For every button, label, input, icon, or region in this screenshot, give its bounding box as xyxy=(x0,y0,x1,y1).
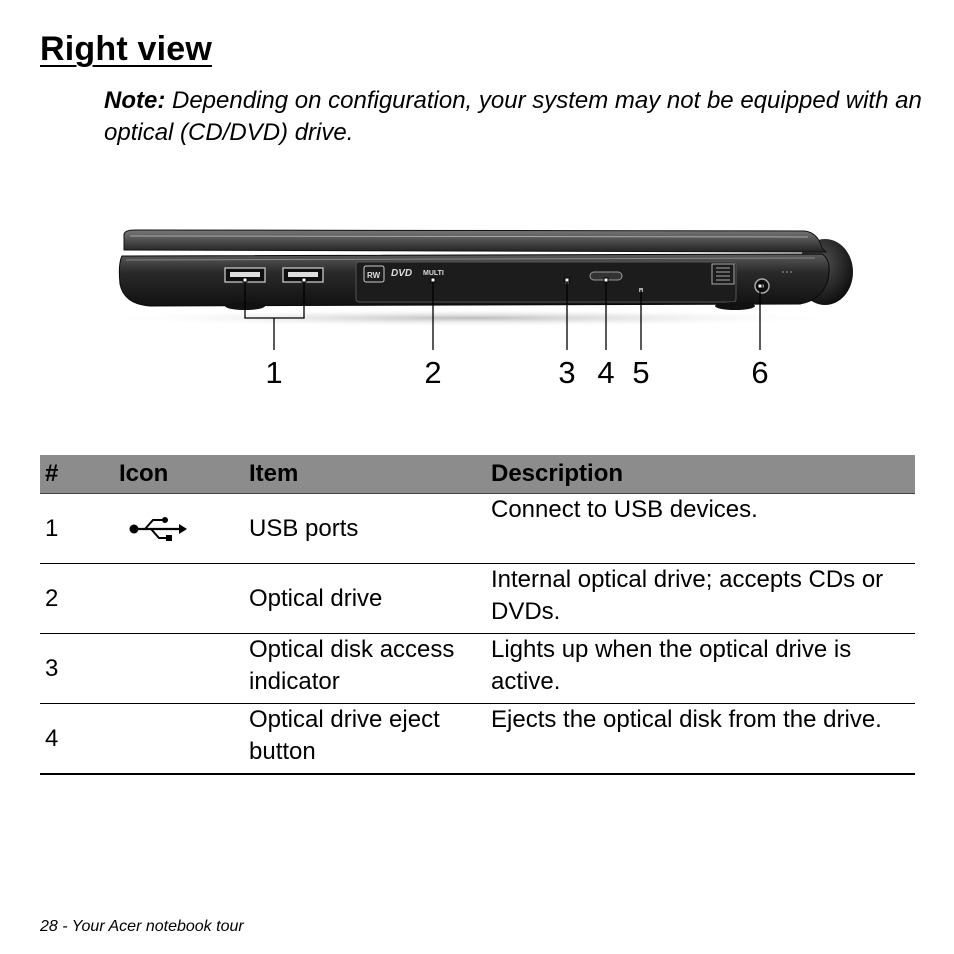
ports-table: # Icon Item Description 1 USB ports Con xyxy=(40,455,915,775)
header-description: Description xyxy=(486,455,915,494)
row-number: 2 xyxy=(40,563,114,634)
note: Note: Depending on configuration, your s… xyxy=(104,85,924,149)
security-slot-logo xyxy=(711,263,735,285)
table-row: 2 Optical drive Internal optical drive; … xyxy=(40,563,915,634)
table-row: 4 Optical drive eject button Ejects the … xyxy=(40,703,915,775)
row-description: Connect to USB devices. xyxy=(486,493,915,564)
table-header-row: # Icon Item Description xyxy=(40,455,915,494)
dvd-logo: DVD xyxy=(391,268,412,279)
note-text: Depending on configuration, your system … xyxy=(104,87,922,146)
usb-icon xyxy=(129,516,187,541)
row-number: 4 xyxy=(40,703,114,775)
page-footer: 28 - Your Acer notebook tour xyxy=(40,918,244,935)
usb-port-1 xyxy=(224,267,266,283)
header-icon: Icon xyxy=(114,455,244,494)
row-icon-cell xyxy=(114,563,244,634)
row-description: Lights up when the optical drive is acti… xyxy=(486,633,915,704)
callout-5: 5 xyxy=(632,355,649,390)
rw-logo: RW xyxy=(367,271,381,280)
callout-1: 1 xyxy=(265,355,282,390)
callout-2: 2 xyxy=(424,355,441,390)
row-item: USB ports xyxy=(244,493,486,564)
header-item: Item xyxy=(244,455,486,494)
multi-logo: MULTI xyxy=(423,270,444,277)
table-row: 1 USB ports Connect to USB devices. xyxy=(40,493,915,564)
table-row: 3 Optical disk access indicator Lights u… xyxy=(40,633,915,704)
row-item: Optical drive eject button xyxy=(244,703,486,775)
page-title: Right view xyxy=(40,30,213,68)
laptop-right-view-illustration: RW DVD MULTI 1 2 3 4 5 6 xyxy=(90,229,853,390)
callout-6: 6 xyxy=(751,355,768,390)
optical-drive-panel xyxy=(355,261,737,303)
row-number: 3 xyxy=(40,633,114,704)
callout-4: 4 xyxy=(597,355,614,390)
callout-dots xyxy=(242,277,763,289)
row-item: Optical drive xyxy=(244,563,486,634)
row-icon-cell xyxy=(114,633,244,704)
note-label: Note: xyxy=(104,87,166,114)
drive-logos: RW DVD MULTI xyxy=(363,265,444,283)
usb-port-2 xyxy=(282,267,324,283)
foot-right xyxy=(715,302,755,310)
floor-shadow xyxy=(90,309,850,327)
callout-lines xyxy=(244,280,761,350)
callout-3: 3 xyxy=(558,355,575,390)
row-item: Optical disk access indicator xyxy=(244,633,486,704)
row-icon-cell xyxy=(114,493,244,564)
header-number: # xyxy=(40,455,114,494)
lid xyxy=(123,229,828,253)
row-number: 1 xyxy=(40,493,114,564)
row-description: Ejects the optical disk from the drive. xyxy=(486,703,915,775)
row-icon-cell xyxy=(114,703,244,775)
row-description: Internal optical drive; accepts CDs or D… xyxy=(486,563,915,634)
